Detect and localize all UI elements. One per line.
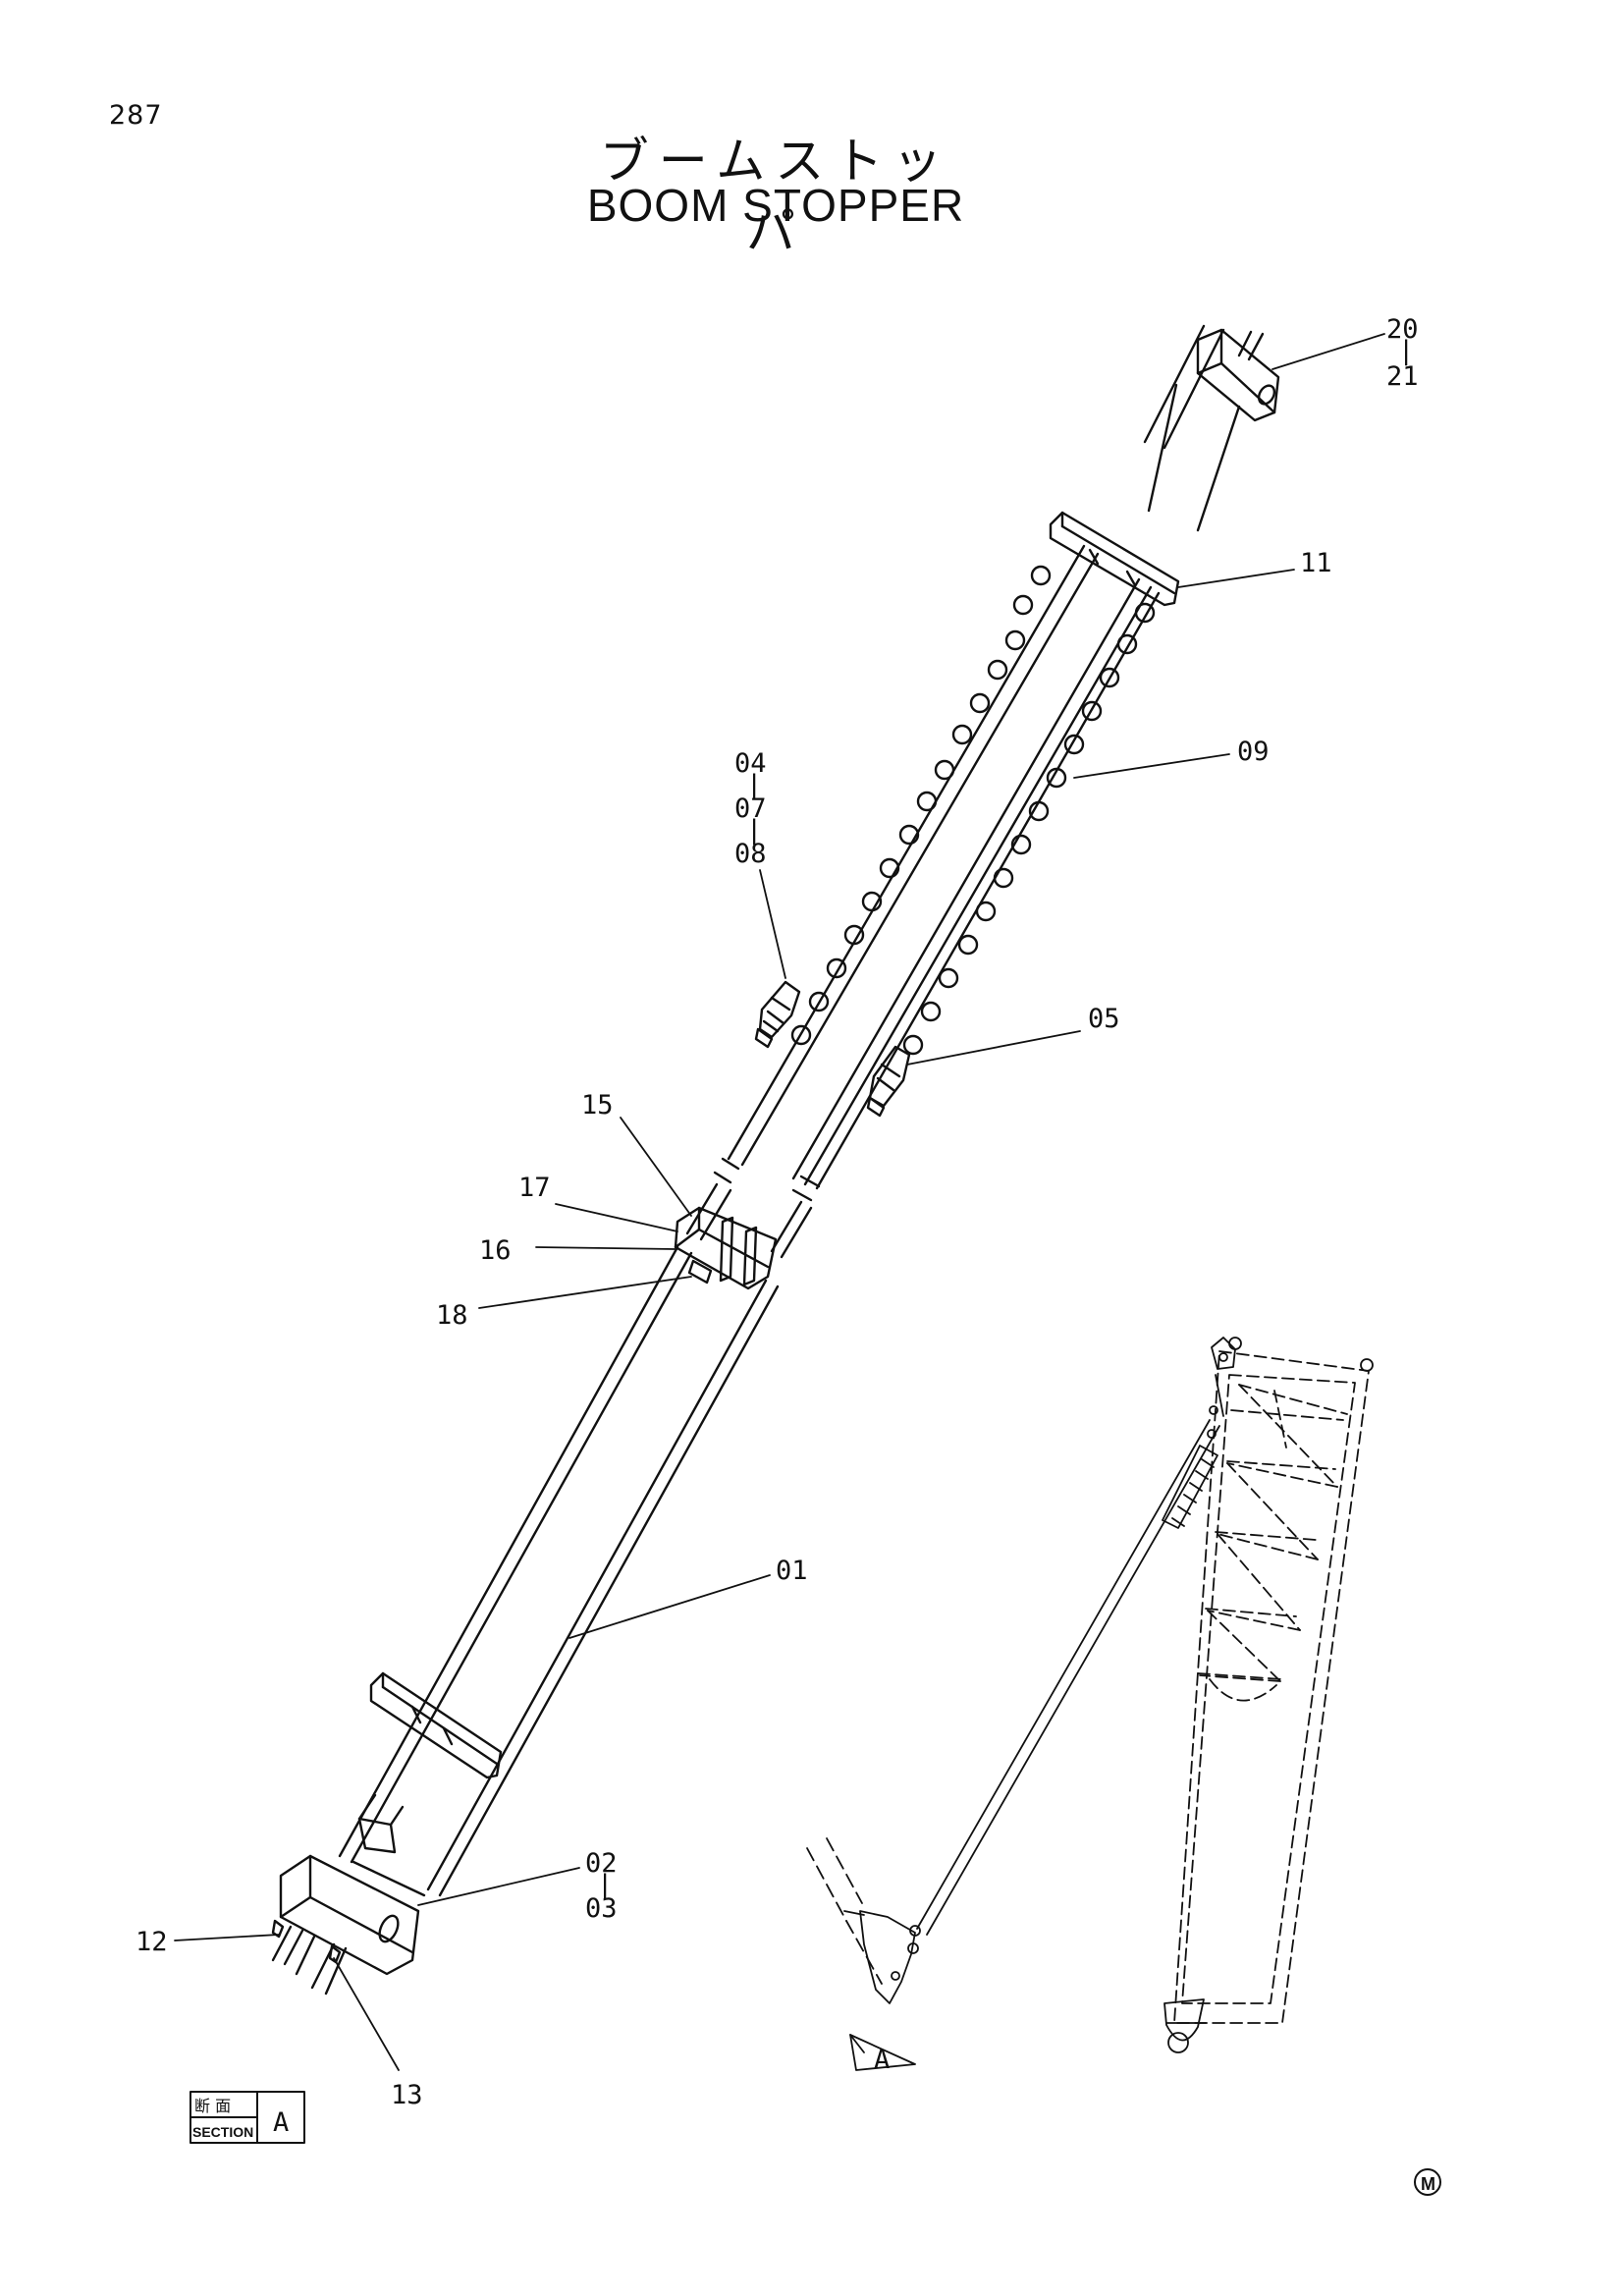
callout-07: 07: [734, 793, 767, 824]
leader-lines: [174, 333, 1385, 2071]
section-box-japanese: 断 面: [194, 2097, 231, 2115]
callout-11: 11: [1300, 548, 1332, 578]
middle-tube: [685, 1182, 813, 1259]
top-bracket: [1143, 324, 1280, 532]
middle-bracket: [674, 1206, 778, 1290]
detail-stopper-rod: [907, 1405, 1220, 1954]
callout-range-sep-02: |: [597, 1870, 613, 1900]
base-frame: [806, 1837, 883, 1985]
section-box-english: SECTION: [192, 2124, 253, 2140]
boom-foot: [1163, 1998, 1207, 2053]
callout-labels: 20 | 21 11 09 04 | 07 | 08 05 15 17 16 1…: [135, 314, 1419, 2110]
callout-13: 13: [391, 2080, 423, 2110]
callout-21: 21: [1386, 361, 1419, 392]
spring-coils: [790, 565, 1156, 1056]
title-japanese: ブームストッパ: [599, 133, 952, 260]
callout-12: 12: [135, 1927, 168, 1957]
lower-bracket: [271, 1793, 426, 1995]
callout-03: 03: [585, 1893, 618, 1924]
nut-04: [754, 980, 801, 1049]
section-box-frame: [189, 2091, 305, 2144]
nut-05: [866, 1045, 911, 1118]
machine-detail-view: [806, 1337, 1374, 2071]
lower-tube: [338, 1245, 780, 1897]
base-bracket: [843, 1910, 916, 2004]
section-box-letter: A: [273, 2107, 289, 2138]
callout-range-sep-20: |: [1398, 336, 1414, 366]
lower-plate: [369, 1671, 503, 1779]
callout-15: 15: [581, 1090, 614, 1121]
view-marker-a: [849, 2034, 916, 2071]
callout-range-sep-04: |: [746, 770, 762, 800]
boom-stopper-assembly: [271, 324, 1280, 1995]
callout-04: 04: [734, 748, 767, 779]
upper-tube: [727, 544, 1161, 1190]
boom-tip-pins: [1211, 1337, 1374, 1417]
callout-17: 17: [518, 1173, 551, 1203]
callout-16: 16: [479, 1235, 512, 1266]
m-mark-circle: [1414, 2168, 1441, 2196]
break-marks: [713, 1157, 821, 1202]
boom-outline: [1173, 1350, 1370, 2024]
callout-18: 18: [436, 1300, 468, 1331]
callout-05: 05: [1088, 1004, 1120, 1034]
section-box: 断 面 SECTION A: [192, 2097, 289, 2140]
callout-09: 09: [1237, 737, 1270, 767]
title-english: BOOM STOPPER: [586, 180, 965, 231]
callout-08: 08: [734, 839, 767, 869]
callout-02: 02: [585, 1848, 618, 1879]
callout-20: 20: [1386, 314, 1419, 345]
callout-01: 01: [776, 1556, 808, 1586]
upper-plate: [1049, 511, 1180, 607]
footer-m-mark: M: [1421, 2174, 1435, 2194]
page-number: 287: [109, 100, 163, 131]
callout-range-sep-07: |: [746, 815, 762, 846]
view-marker-letter: A: [874, 2045, 890, 2075]
